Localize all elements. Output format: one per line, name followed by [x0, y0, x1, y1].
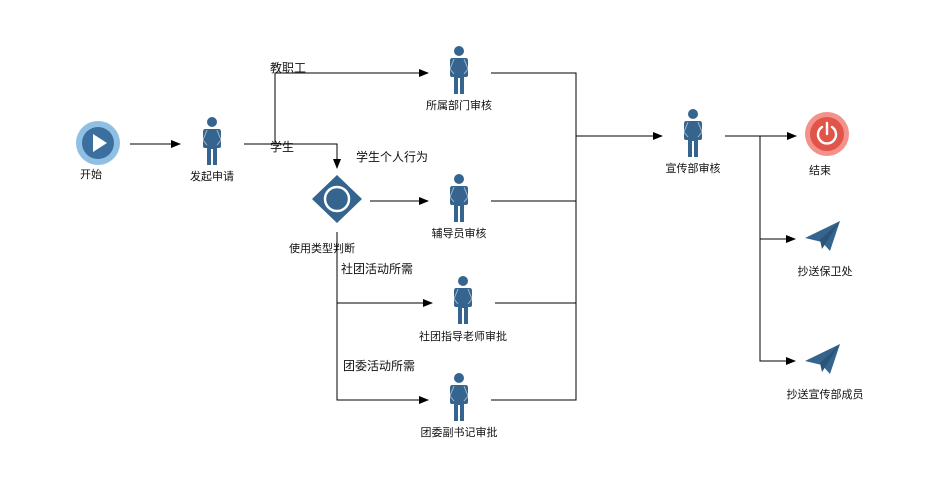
cc-security-node[interactable]: 抄送保卫处 [798, 221, 853, 278]
edge-judge-league [336, 303, 429, 404]
cc-propaganda-label: 抄送宣传部成员 [787, 387, 864, 401]
apply-node[interactable]: 发起申请 [190, 116, 234, 183]
edge-label-league: 团委活动所需 [343, 359, 415, 373]
edge-propaganda-cc-security [759, 136, 796, 243]
cc-security-label: 抄送保卫处 [798, 264, 853, 278]
start-node[interactable]: 开始 [76, 121, 120, 181]
apply-label: 发起申请 [190, 169, 234, 183]
paper-plane-icon [805, 221, 840, 251]
end-node[interactable]: 结束 [805, 112, 849, 177]
propaganda-review-label: 宣传部审核 [666, 161, 721, 175]
paper-plane-icon [805, 344, 840, 374]
gateway-ring [323, 185, 351, 213]
dept-review-node[interactable]: 所属部门审核 [426, 45, 492, 112]
edges [130, 69, 797, 404]
person-icon [449, 173, 469, 223]
counselor-review-node[interactable]: 辅导员审核 [432, 173, 487, 240]
type-judge-node[interactable]: 使用类型判断 [289, 175, 362, 255]
cc-propaganda-node[interactable]: 抄送宣传部成员 [787, 344, 864, 401]
person-icon [683, 108, 703, 158]
league-secretary-node[interactable]: 团委副书记审批 [421, 372, 498, 439]
person-icon [202, 116, 222, 166]
person-icon [453, 275, 473, 325]
type-judge-label: 使用类型判断 [289, 241, 355, 255]
club-teacher-node[interactable]: 社团指导老师审批 [419, 275, 507, 343]
edge-label-club: 社团活动所需 [341, 261, 413, 276]
league-secretary-label: 团委副书记审批 [421, 425, 498, 439]
propaganda-review-node[interactable]: 宣传部审核 [666, 108, 721, 175]
edge-label-staff: 教职工 [270, 60, 306, 75]
edge-apply-judge [275, 143, 341, 169]
club-teacher-label: 社团指导老师审批 [419, 329, 507, 343]
person-icon [449, 372, 469, 422]
play-icon [93, 134, 107, 152]
dept-review-label: 所属部门审核 [426, 98, 492, 112]
person-icon [449, 45, 469, 95]
gateway-core [327, 189, 347, 209]
edge-label-personal: 学生个人行为 [356, 149, 428, 164]
end-label: 结束 [809, 164, 831, 177]
edge-label-student: 学生 [270, 139, 294, 154]
counselor-review-label: 辅导员审核 [432, 226, 487, 240]
edge-apply-dept [244, 69, 429, 145]
power-icon [816, 121, 838, 145]
edge-dept-merge [491, 72, 577, 401]
edge-propaganda-cc-members [759, 239, 796, 365]
start-label: 开始 [80, 167, 102, 181]
